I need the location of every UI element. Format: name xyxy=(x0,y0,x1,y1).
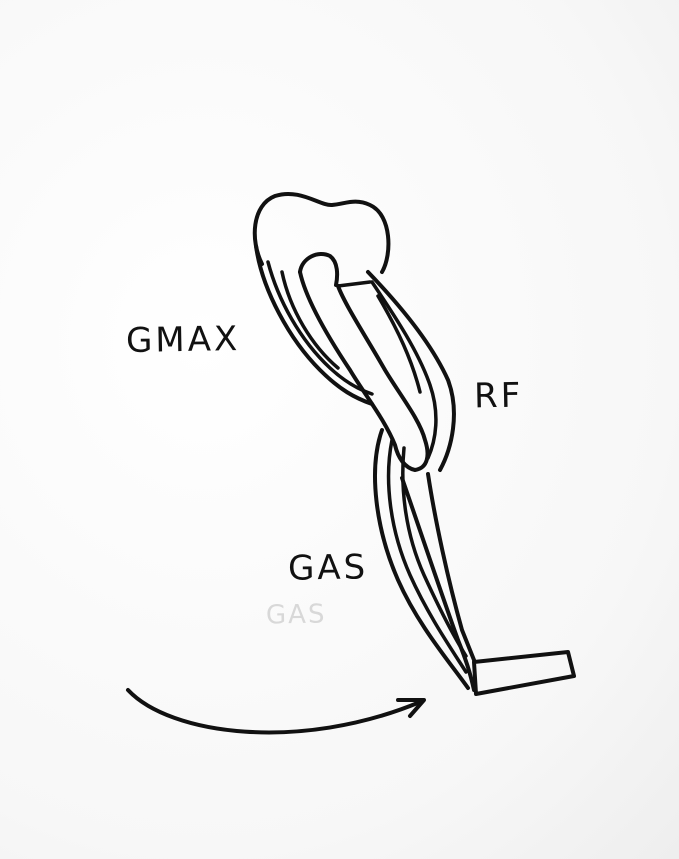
gmax-label: GMAX xyxy=(126,319,241,361)
femur-line xyxy=(338,282,370,286)
rf-muscle-inner-2 xyxy=(378,296,420,392)
gas-ghost-label: GAS xyxy=(266,599,327,630)
gas-muscle-inner-2 xyxy=(403,448,466,656)
pelvis-outline xyxy=(255,194,389,272)
femoral-head xyxy=(300,254,337,285)
foot-outline xyxy=(474,652,574,694)
gas-label: GAS xyxy=(288,547,369,588)
rf-label: RF xyxy=(474,376,524,417)
motion-arrow-curve xyxy=(128,690,420,732)
